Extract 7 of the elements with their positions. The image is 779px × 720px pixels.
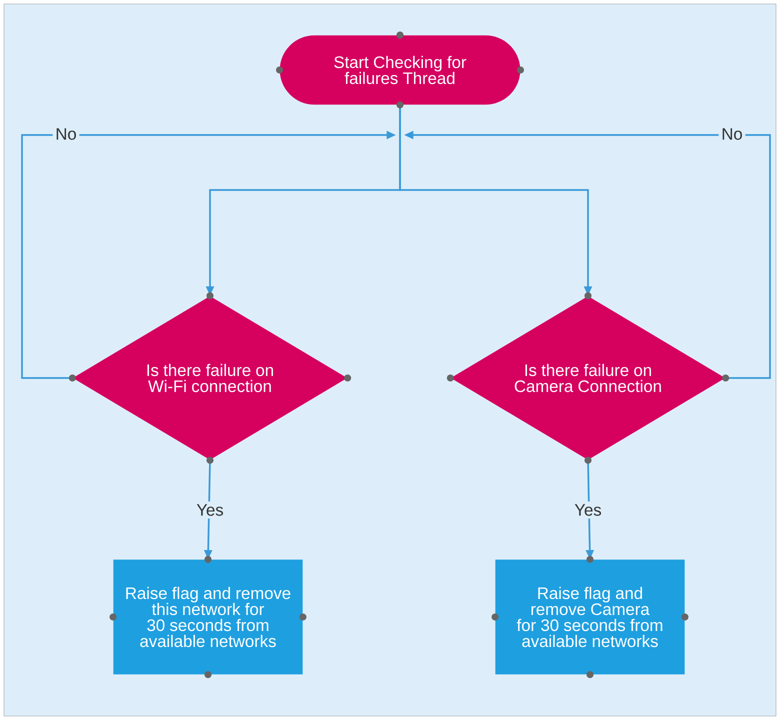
edge-label: No: [52, 126, 80, 142]
process-box: Raise flag and remove Camera for 30 seconds from available networks: [495, 560, 685, 674]
terminator: Start Checking for failures Thread: [280, 35, 520, 105]
process-box: Raise flag and remove this network for 30 seconds from available networks: [113, 560, 303, 674]
edge-label: Yes: [194, 502, 226, 518]
edge-label: Yes: [572, 502, 604, 518]
edge-label: No: [718, 126, 746, 142]
